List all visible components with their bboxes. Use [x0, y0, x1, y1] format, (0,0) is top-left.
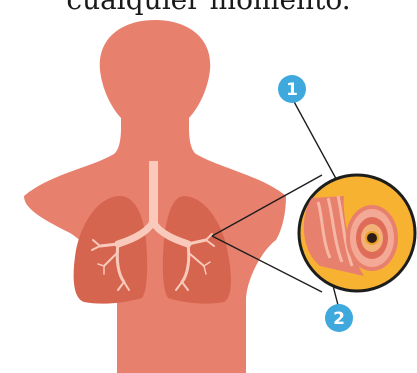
callout-number-1: 1 — [286, 80, 298, 100]
callout-badge-1: 1 — [278, 75, 306, 103]
magnifier — [299, 175, 415, 291]
callout-number-2: 2 — [333, 309, 345, 329]
callout-badge-2: 2 — [325, 304, 353, 332]
trachea — [149, 161, 158, 227]
